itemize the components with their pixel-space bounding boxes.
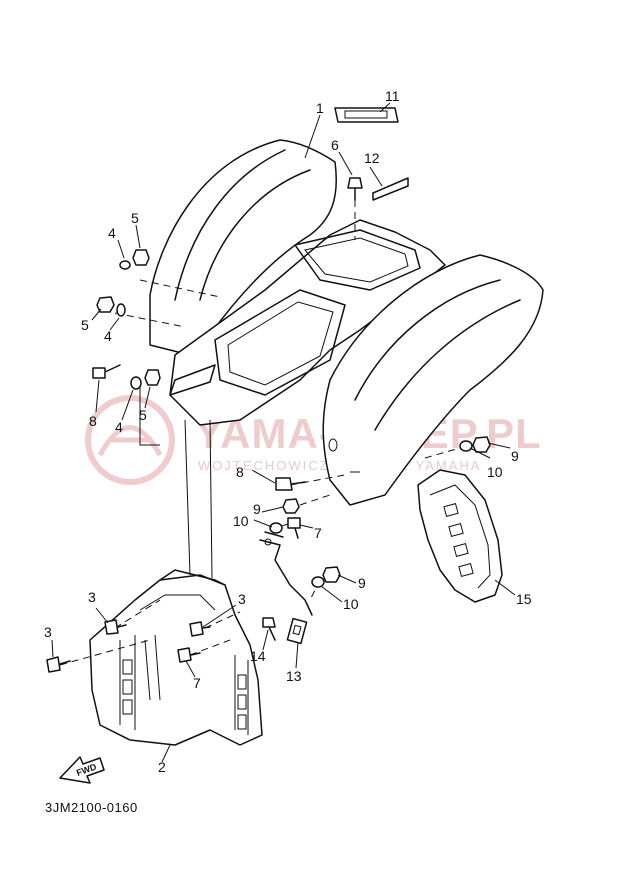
nut-9-lower (322, 566, 341, 583)
bolt-8-left (92, 364, 121, 379)
diagram-code: 3JM2100-0160 (45, 800, 138, 815)
callout-3-right: 3 (238, 591, 246, 607)
callout-4-middle: 4 (104, 328, 112, 344)
washer-4-upper (119, 260, 131, 270)
assembly-lines (59, 188, 461, 666)
nut-9-middle (282, 498, 300, 514)
callout-10-upper: 10 (487, 464, 503, 480)
nut-5-upper (132, 249, 150, 266)
callout-15: 15 (516, 591, 532, 607)
callout-9-upper: 9 (511, 448, 519, 464)
leader-lines (51, 102, 516, 763)
screw-3-right (189, 621, 211, 637)
callout-10-lower: 10 (343, 596, 359, 612)
callout-5-upper: 5 (131, 210, 139, 226)
callout-5-lower: 5 (139, 407, 147, 423)
callouts: 1 11 6 12 5 4 5 4 8 4 5 8 9 10 9 10 7 9 … (44, 88, 532, 775)
callout-12: 12 (364, 150, 380, 166)
callout-13: 13 (286, 668, 302, 684)
washer-4-middle (116, 303, 126, 317)
fwd-arrow: FWD (59, 756, 105, 784)
part-12-label (372, 177, 409, 201)
part-15-side-cover (417, 469, 503, 603)
callout-9-lower: 9 (358, 575, 366, 591)
callout-4-upper: 4 (108, 225, 116, 241)
callout-7-lower: 7 (193, 675, 201, 691)
bolt-6 (347, 177, 363, 201)
callout-10-middle: 10 (233, 513, 249, 529)
watermark: YAMA-SKLEP.PL WOJTECHOWICZ PARTNER YAMAH… (85, 395, 541, 485)
callout-1: 1 (316, 100, 324, 116)
hardware (46, 177, 491, 673)
watermark-logo-mark (97, 425, 163, 457)
washer-10-lower (311, 576, 325, 588)
callout-3-middle: 3 (88, 589, 96, 605)
callout-4-lower: 4 (115, 419, 123, 435)
washer-10-middle (269, 522, 283, 534)
callout-14: 14 (250, 648, 266, 664)
callout-11: 11 (385, 88, 400, 104)
nut-5-lower (144, 369, 161, 386)
bolt-7-lower (177, 647, 201, 663)
bolt-8-right (275, 477, 306, 491)
callout-7-right: 7 (314, 525, 322, 541)
bolt-14 (262, 617, 276, 641)
nut-9-upper (472, 436, 491, 453)
part-2-mud-flap (89, 569, 263, 746)
part-1-rear-fender (149, 139, 544, 506)
screw-3-middle (104, 619, 127, 635)
washer-10-upper (459, 440, 473, 452)
callout-5-middle: 5 (81, 317, 89, 333)
part-11-band (334, 107, 399, 123)
callout-8-right: 8 (236, 464, 244, 480)
bolt-7-right (287, 517, 301, 539)
callout-3-left: 3 (44, 624, 52, 640)
callout-8-left: 8 (89, 413, 97, 429)
part-13-bracket (259, 531, 313, 645)
screw-3-left (46, 656, 71, 673)
nut-5-middle (96, 296, 115, 313)
callout-2: 2 (158, 759, 166, 775)
callout-6: 6 (331, 137, 339, 153)
callout-9-middle: 9 (253, 501, 261, 517)
washer-4-lower (130, 376, 142, 390)
